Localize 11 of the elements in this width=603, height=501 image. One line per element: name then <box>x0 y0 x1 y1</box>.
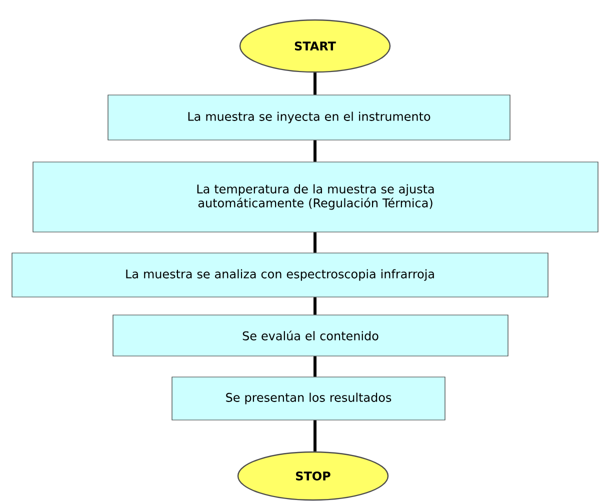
process-box: La temperatura de la muestra se ajusta automáticamente (Regulación Térmica) <box>32 162 598 232</box>
connector-line <box>314 297 316 315</box>
process-box: Se evalúa el contenido <box>112 314 508 356</box>
connector-line <box>314 356 316 377</box>
connector-line <box>314 140 316 162</box>
process-box: La muestra se analiza con espectroscopia infrarroja <box>12 252 548 298</box>
process-box: Se presentan los resultados <box>172 376 446 420</box>
connector-line <box>314 232 316 253</box>
connector-line <box>314 72 316 95</box>
connector-line <box>314 420 316 452</box>
process-box: La muestra se inyecta en el instrumento <box>108 94 510 140</box>
